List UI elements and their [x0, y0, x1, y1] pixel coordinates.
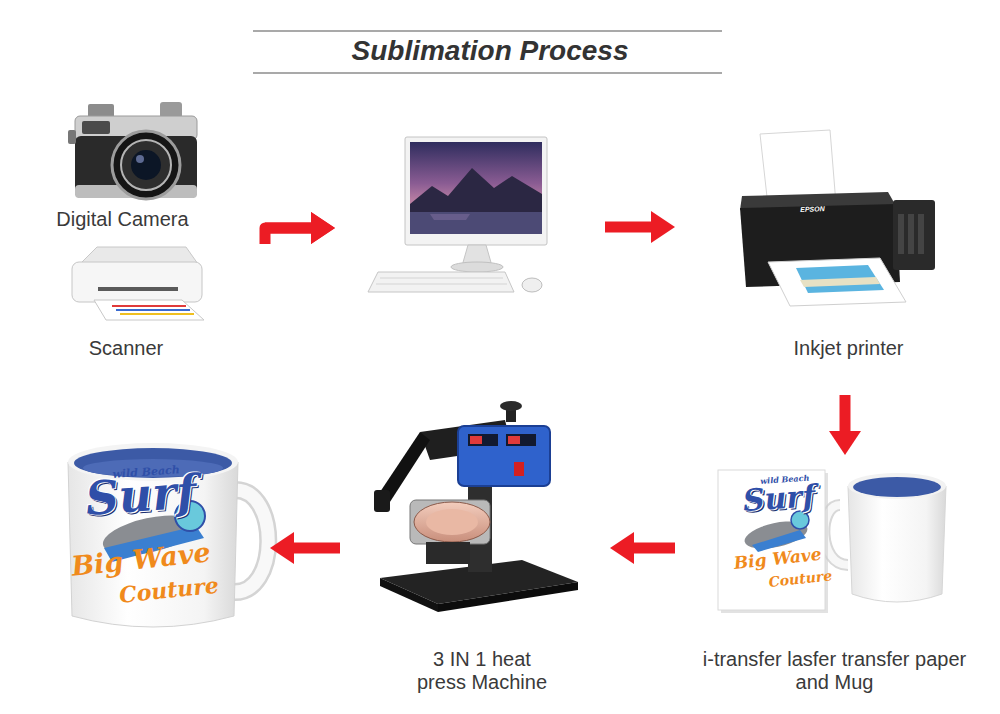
flow-arrow	[292, 543, 340, 554]
scanner-illustration	[112, 305, 186, 307]
computer-illustration	[368, 272, 514, 292]
heat-press-illustration	[438, 582, 578, 612]
mug-blank-illustration	[848, 473, 946, 499]
mug-blank-illustration	[848, 486, 946, 602]
computer-illustration	[410, 212, 542, 234]
computer-illustration	[430, 214, 470, 220]
flow-arrow	[265, 228, 313, 244]
node-label: i-transfer lasfer transfer paper and Mug	[692, 648, 977, 694]
printer-illustration	[918, 214, 924, 254]
camera-illustration	[68, 102, 197, 199]
transfer-paper-illustration	[791, 511, 809, 529]
flow-arrow	[632, 543, 675, 554]
computer-illustration	[410, 142, 542, 234]
heat-press-illustration	[414, 502, 490, 542]
camera-illustration	[112, 131, 180, 199]
print-design-text: Big Wave	[70, 538, 212, 579]
heat-press-illustration	[468, 434, 498, 446]
scanner-illustration	[116, 309, 190, 311]
scanner-illustration	[120, 313, 194, 315]
camera-illustration	[82, 121, 110, 134]
scanner-illustration	[98, 287, 178, 291]
heat-press-illustration	[410, 500, 490, 544]
heat-press-illustration	[506, 434, 536, 446]
computer-box	[335, 120, 605, 310]
heat-press-illustration	[374, 401, 578, 612]
heat-press-illustration	[514, 462, 524, 476]
print-design-text: Couture	[768, 568, 833, 589]
device-box: Digital Camera	[35, 90, 265, 232]
printer-illustration	[893, 200, 935, 270]
printed-mug-illustration	[232, 490, 268, 592]
title-rule	[253, 30, 722, 31]
printer-illustration	[898, 214, 904, 254]
node-label: Scanner	[35, 337, 217, 360]
heat-press-illustration	[458, 426, 550, 486]
computer-illustration	[410, 168, 542, 212]
camera-illustration	[121, 140, 171, 190]
device-box: Inkjet printer	[675, 120, 990, 395]
heat-press-illustration	[470, 436, 482, 444]
print-design-text: Surf	[84, 468, 198, 522]
flow-arrow	[605, 222, 653, 233]
scanner-illustration	[72, 247, 204, 320]
printer-illustration	[768, 258, 906, 306]
heat-press-illustration	[374, 490, 390, 512]
diagram-title: Sublimation Process	[250, 34, 730, 68]
print-design-text: Big Wave	[733, 546, 822, 572]
printed-mug-illustration	[68, 462, 238, 627]
computer-illustration	[380, 278, 503, 279]
printed-mug-illustration	[232, 490, 268, 592]
transfer-paper-illustration	[718, 470, 825, 610]
computer-illustration	[368, 137, 547, 292]
camera-illustration	[68, 130, 76, 144]
computer-illustration	[376, 284, 507, 285]
machine-box: 3 IN 1 heat press Machine	[340, 400, 610, 700]
product-box	[40, 430, 270, 650]
computer-illustration	[451, 262, 503, 272]
printer-illustration	[796, 265, 884, 293]
printer-illustration	[908, 214, 914, 254]
printed-mug-illustration	[68, 443, 268, 627]
heat-press-illustration	[426, 509, 478, 535]
camera-illustration	[131, 150, 161, 180]
scanner-illustration	[94, 300, 204, 320]
transfer-paper-illustration	[718, 470, 828, 613]
flow-arrow	[840, 395, 851, 433]
scanner-illustration	[80, 247, 198, 264]
scanner-illustration	[72, 262, 202, 302]
node-label: Inkjet printer	[736, 337, 961, 360]
heat-press-illustration	[380, 578, 438, 612]
print-design-text: Surf	[742, 481, 816, 516]
printer-illustration	[800, 277, 880, 287]
material-box: i-transfer lasfer transfer paper and Mug	[675, 455, 995, 700]
node-label: 3 IN 1 heat press Machine	[412, 648, 552, 694]
device-box: Scanner	[35, 240, 265, 365]
computer-illustration	[522, 278, 542, 292]
mug-blank-illustration	[824, 473, 946, 602]
camera-illustration	[136, 155, 144, 163]
computer-illustration	[405, 137, 547, 245]
heat-press-illustration	[508, 436, 520, 444]
node-label: Digital Camera	[35, 208, 210, 231]
heat-press-illustration	[426, 542, 470, 564]
printer-illustration	[740, 130, 935, 306]
mug-blank-illustration	[853, 477, 941, 497]
brand-mark: EPSON	[800, 205, 825, 213]
heat-press-illustration	[500, 401, 522, 411]
title-rule	[253, 72, 722, 73]
print-design-text: Couture	[118, 574, 220, 606]
